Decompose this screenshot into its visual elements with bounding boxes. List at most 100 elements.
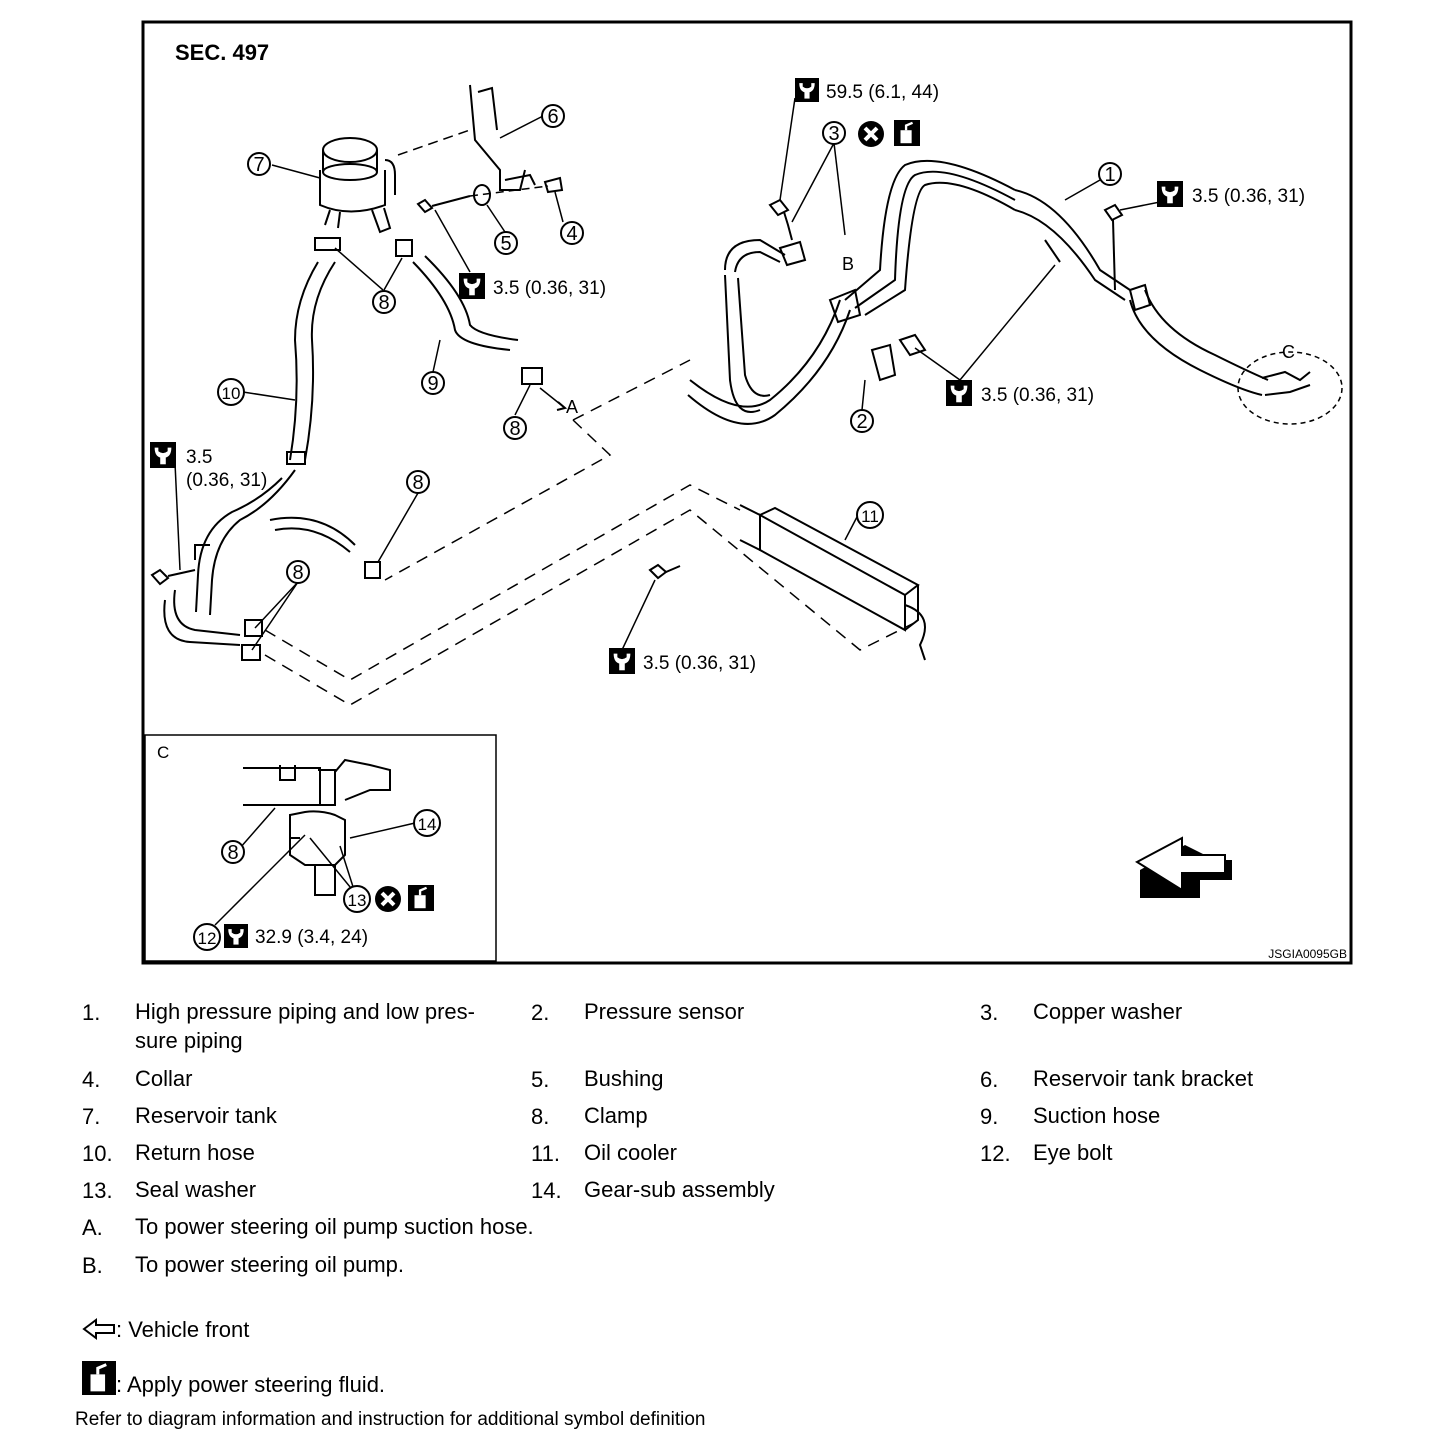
callout-8c: 8 — [406, 470, 430, 494]
callout-8a: 8 — [372, 290, 396, 314]
legend-label-4: Collar — [135, 1066, 193, 1091]
torque-3-5-bracket: 3.5 (0.36, 31) — [493, 278, 606, 299]
torque-wrench-icon — [150, 442, 176, 468]
legend-label-5: Bushing — [584, 1066, 664, 1091]
arrow-a — [556, 401, 568, 411]
svg-text:4: 4 — [566, 223, 577, 245]
legend-label-a: To power steering oil pump suction hose. — [135, 1214, 534, 1239]
oil-cooler — [739, 504, 926, 661]
legend-num-10: 10. — [82, 1141, 113, 1166]
legend-num-6: 6. — [980, 1067, 999, 1092]
torque-3-5-upper-right: 3.5 (0.36, 31) — [1192, 186, 1305, 207]
do-not-reuse-icon — [374, 885, 402, 913]
legend-label-1: High pressure piping and low pres- — [135, 999, 475, 1024]
callout-10: 10 — [217, 378, 245, 406]
vehicle-front-arrow-icon — [1135, 836, 1232, 898]
letter-b: B — [842, 254, 854, 274]
legend-label-14: Gear-sub assembly — [584, 1177, 775, 1202]
legend-num-5: 5. — [531, 1067, 550, 1092]
callout-3: 3 — [822, 121, 846, 145]
apply-fluid-icon — [894, 120, 920, 146]
legend-label-2: Pressure sensor — [584, 999, 745, 1024]
legend-num-8: 8. — [531, 1104, 550, 1129]
apply-fluid-icon — [82, 1361, 116, 1395]
svg-text:2: 2 — [856, 411, 867, 433]
torque-3-5-left-line2: (0.36, 31) — [186, 470, 267, 491]
torque-wrench-icon — [609, 648, 635, 674]
legend-num-13: 13. — [82, 1178, 113, 1203]
legend-label-11: Oil cooler — [584, 1140, 677, 1165]
svg-text:3: 3 — [828, 123, 839, 145]
inset-c-frame — [144, 734, 497, 962]
refer-note: Refer to diagram information and instruc… — [75, 1409, 706, 1430]
callouts: 1 2 3 4 5 6 7 8 8 8 8 9 10 11 — [217, 104, 1122, 584]
svg-text:8: 8 — [412, 472, 423, 494]
legend-label-6: Reservoir tank bracket — [1033, 1066, 1254, 1091]
svg-text:7: 7 — [253, 154, 264, 176]
svg-text:10: 10 — [222, 384, 241, 403]
legend-num-2: 2. — [531, 1000, 550, 1025]
svg-text:8: 8 — [292, 562, 303, 584]
vehicle-front-arrow-icon — [82, 1318, 115, 1340]
letter-a: A — [566, 397, 578, 417]
reservoir-tank-bracket — [469, 84, 536, 191]
piping-fasteners — [768, 198, 1152, 382]
legend-label-b: To power steering oil pump. — [135, 1252, 405, 1277]
callout-8d: 8 — [286, 560, 310, 584]
callout-11: 11 — [856, 501, 884, 529]
suction-hose — [412, 255, 519, 351]
legend-num-7: 7. — [82, 1104, 101, 1129]
exploded-diagram: SEC. 497 — [141, 20, 1353, 965]
diagram-frame — [141, 20, 1353, 965]
leader-lines — [174, 97, 1171, 651]
figure-id: JSGIA0095GB — [1268, 947, 1347, 961]
vehicle-front-note: : Vehicle front — [116, 1317, 250, 1342]
legend-label-12: Eye bolt — [1033, 1140, 1113, 1165]
callout-7: 7 — [247, 152, 271, 176]
legend-label-13: Seal washer — [135, 1177, 257, 1202]
routing-dashed-lines — [264, 359, 921, 706]
torque-wrench-icon — [224, 924, 248, 948]
torque-wrench-icon — [1157, 181, 1183, 207]
legend-label-3: Copper washer — [1033, 999, 1183, 1024]
callout-6: 6 — [541, 104, 565, 128]
svg-text:11: 11 — [861, 507, 879, 526]
svg-text:13: 13 — [348, 891, 367, 910]
svg-text:5: 5 — [500, 233, 511, 255]
legend-num-11: 11. — [531, 1141, 560, 1166]
legend-num-1: 1. — [82, 1000, 101, 1025]
torque-wrench-icon — [795, 78, 819, 102]
legend-label-8: Clamp — [584, 1103, 648, 1128]
callout-14: 14 — [413, 809, 441, 837]
svg-text:1: 1 — [1104, 164, 1115, 186]
return-hose — [286, 261, 336, 465]
svg-text:12: 12 — [198, 929, 217, 948]
legend-num-4: 4. — [82, 1067, 101, 1092]
detail-c-fitting — [1261, 370, 1311, 396]
legend-num-14: 14. — [531, 1178, 562, 1203]
torque-3-5-sensor: 3.5 (0.36, 31) — [981, 385, 1094, 406]
legend-label-7: Reservoir tank — [135, 1103, 277, 1128]
torque-59-5: 59.5 (6.1, 44) — [826, 82, 939, 103]
callout-5: 5 — [494, 231, 518, 255]
apply-fluid-icon — [408, 885, 434, 911]
lower-left-hoses — [163, 469, 356, 646]
legend-num-b: B. — [82, 1253, 103, 1278]
inset-c-label: C — [157, 743, 169, 762]
svg-text:14: 14 — [418, 815, 437, 834]
inset-callouts: 8 14 13 12 — [193, 809, 441, 951]
callout-13: 13 — [343, 885, 371, 913]
fasteners-top — [416, 176, 564, 214]
clamps-upper — [314, 237, 543, 385]
oil-cooler-bolt — [648, 563, 681, 580]
svg-text:8: 8 — [509, 418, 520, 440]
apply-fluid-note: : Apply power steering fluid. — [116, 1372, 386, 1397]
callout-2: 2 — [850, 409, 874, 433]
svg-text:8: 8 — [227, 842, 238, 864]
detail-c-circle — [1237, 351, 1343, 425]
svg-text:9: 9 — [427, 373, 438, 395]
pressure-piping — [687, 159, 1269, 425]
inset-c-leaders — [214, 807, 416, 926]
legend-num-9: 9. — [980, 1104, 999, 1129]
inset-c-drawing — [243, 758, 391, 896]
